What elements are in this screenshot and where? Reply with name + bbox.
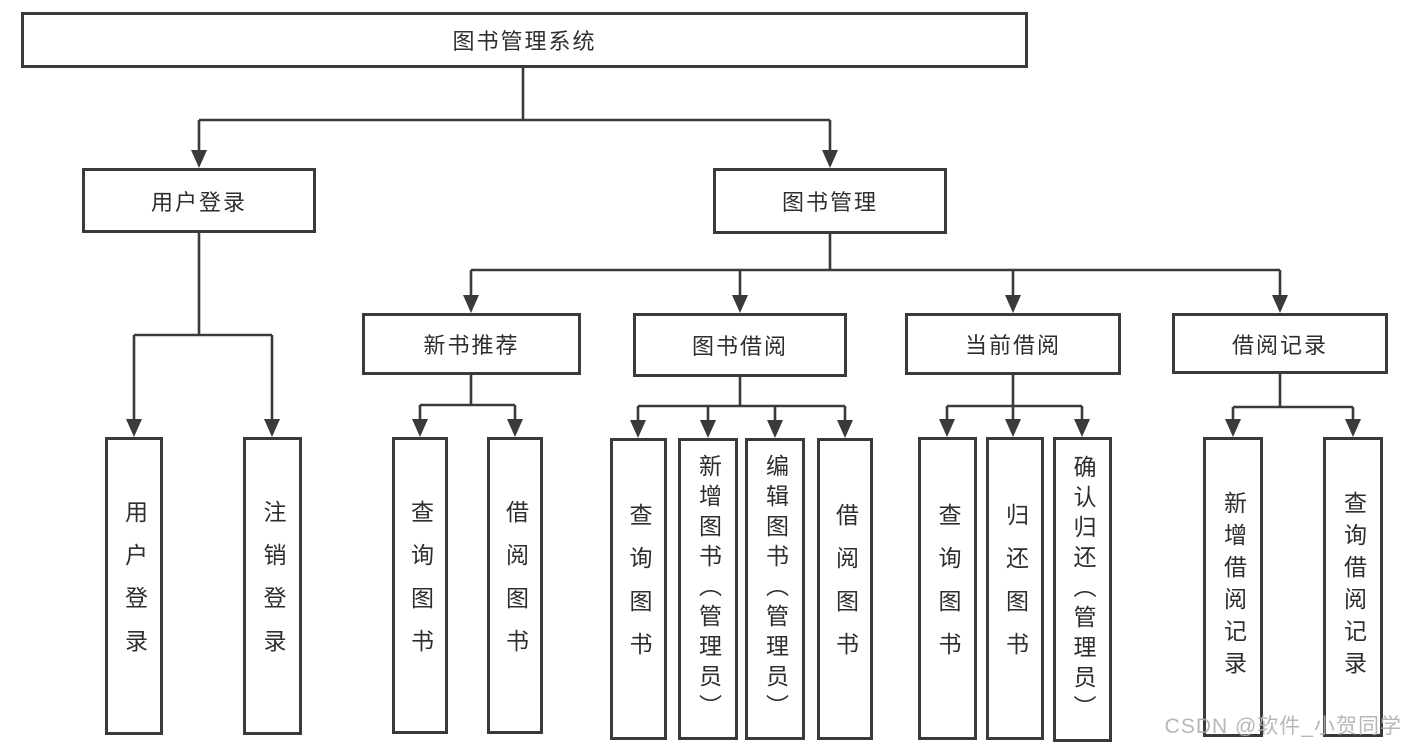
- node-label: 查询图书: [407, 499, 434, 672]
- node-label: 图书管理系统: [452, 29, 597, 54]
- node-label: 确认归还（管理员）: [1070, 454, 1096, 725]
- node-label: 查询图书: [626, 503, 652, 675]
- node-label: 借阅图书: [502, 499, 529, 672]
- node-leaf-borrow-book-2: 借阅图书: [817, 438, 873, 740]
- node-leaf-query-book-3: 查询图书: [918, 437, 977, 740]
- node-user-login: 用户登录: [82, 168, 316, 233]
- node-label: 用户登录: [150, 189, 247, 215]
- node-leaf-logout: 注销登录: [243, 437, 302, 735]
- node-new-book-rec: 新书推荐: [362, 313, 581, 375]
- node-root: 图书管理系统: [21, 12, 1028, 68]
- node-label: 新增借阅记录: [1220, 491, 1247, 683]
- node-label: 编辑图书（管理员）: [762, 454, 789, 724]
- node-leaf-user-login: 用户登录: [105, 437, 163, 735]
- node-label: 图书借阅: [691, 334, 788, 359]
- node-label: 查询借阅记录: [1340, 491, 1367, 683]
- node-label: 图书管理: [781, 190, 878, 215]
- node-label: 当前借阅: [964, 333, 1061, 358]
- node-leaf-return-book: 归还图书: [986, 437, 1044, 740]
- node-leaf-add-borrow-record: 新增借阅记录: [1203, 437, 1263, 737]
- node-book-mgmt: 图书管理: [713, 168, 947, 234]
- node-label: 借阅记录: [1231, 332, 1328, 358]
- node-leaf-query-book-2: 查询图书: [610, 438, 667, 740]
- node-leaf-edit-book: 编辑图书（管理员）: [745, 438, 805, 740]
- node-leaf-query-borrow-record: 查询借阅记录: [1323, 437, 1383, 737]
- node-label: 归还图书: [1002, 502, 1029, 675]
- node-label: 用户登录: [121, 500, 148, 672]
- node-label: 新增图书（管理员）: [695, 454, 722, 724]
- node-leaf-query-book-1: 查询图书: [392, 437, 448, 734]
- node-borrow-records: 借阅记录: [1172, 313, 1388, 374]
- node-leaf-confirm-return: 确认归还（管理员）: [1053, 437, 1112, 742]
- node-label: 注销登录: [260, 500, 286, 672]
- node-label: 借阅图书: [832, 503, 859, 675]
- node-label: 查询图书: [935, 502, 961, 675]
- node-leaf-borrow-book-1: 借阅图书: [487, 437, 543, 734]
- node-current-borrow: 当前借阅: [905, 313, 1121, 375]
- watermark: CSDN @软件_小贺同学: [1164, 715, 1402, 738]
- node-leaf-add-book: 新增图书（管理员）: [678, 438, 738, 740]
- node-book-borrow: 图书借阅: [633, 313, 847, 377]
- node-label: 新书推荐: [423, 333, 520, 358]
